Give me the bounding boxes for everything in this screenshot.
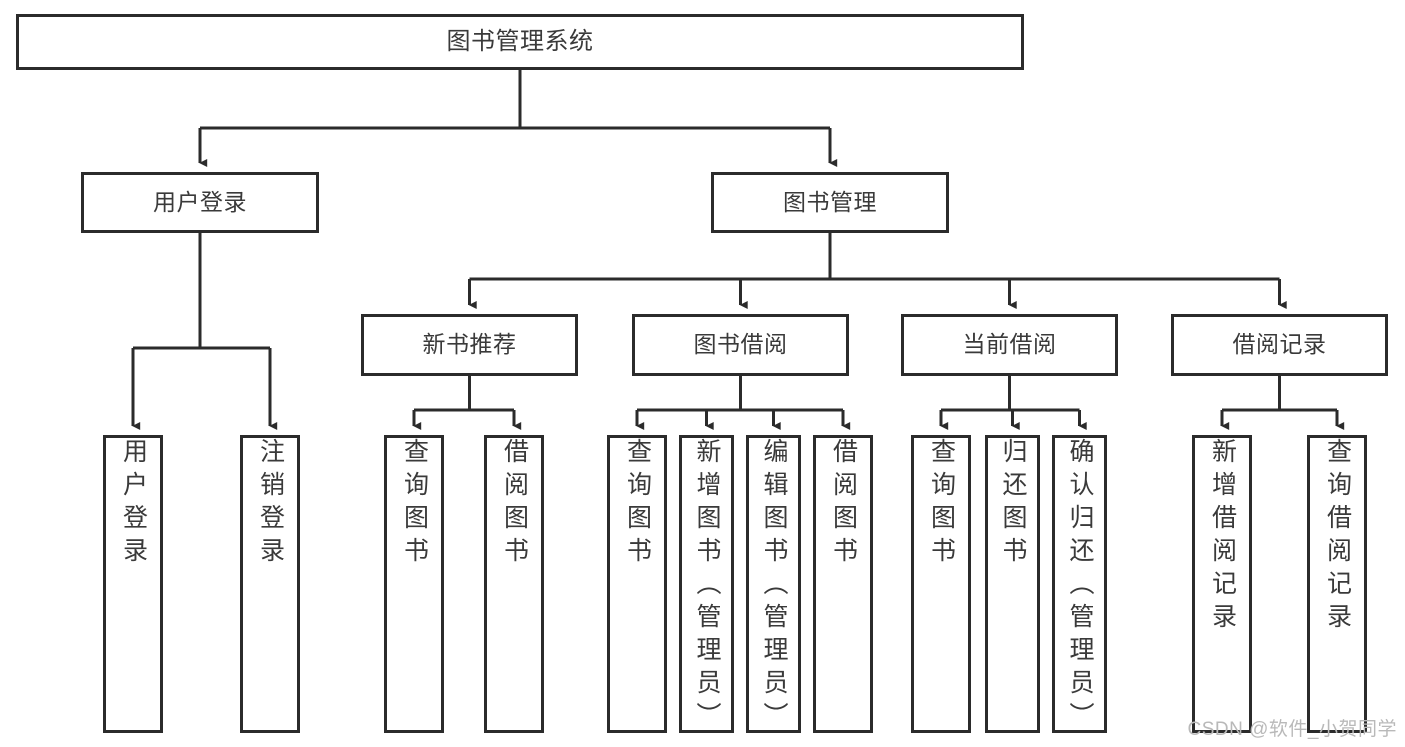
node-current-borrow[interactable]: 当前借阅 [901, 314, 1118, 376]
node-book-management[interactable]: 图书管理 [711, 172, 949, 233]
leaf-current-query-book[interactable]: 查询图书 [911, 435, 971, 733]
leaf-borrow-borrow-book[interactable]: 借阅图书 [813, 435, 873, 733]
leaf-record-query-borrow-record[interactable]: 查询借阅记录 [1307, 435, 1367, 733]
watermark: CSDN @软件_小贺同学 [1187, 719, 1397, 740]
leaf-borrow-add-book-admin[interactable]: 新增图书（管理员） [679, 435, 734, 735]
node-label: 当前借阅 [962, 331, 1057, 358]
leaf-record-add-borrow-record[interactable]: 新增借阅记录 [1192, 435, 1252, 733]
node-label: 用户登录 [119, 438, 148, 570]
node-label: 图书管理系统 [446, 27, 594, 55]
node-label: 归还图书 [999, 438, 1027, 570]
leaf-current-return-book[interactable]: 归还图书 [985, 435, 1040, 733]
node-label: 查询图书 [927, 438, 956, 570]
leaf-recommend-borrow-book[interactable]: 借阅图书 [484, 435, 544, 733]
leaf-borrow-edit-book-admin[interactable]: 编辑图书（管理员） [746, 435, 801, 735]
node-label: 新增借阅记录 [1208, 438, 1237, 636]
node-root[interactable]: 图书管理系统 [16, 14, 1024, 70]
node-label: 借阅图书 [829, 438, 858, 570]
node-label: 确认归还（管理员） [1066, 438, 1094, 735]
node-label: 查询图书 [623, 438, 652, 570]
node-label: 新书推荐 [422, 331, 517, 358]
leaf-recommend-query-book[interactable]: 查询图书 [384, 435, 444, 733]
node-label: 图书借阅 [693, 331, 788, 358]
node-label: 编辑图书（管理员） [760, 438, 788, 735]
node-new-book-recommend[interactable]: 新书推荐 [361, 314, 578, 376]
leaf-current-confirm-return-admin[interactable]: 确认归还（管理员） [1052, 435, 1107, 735]
node-label: 注销登录 [256, 438, 285, 570]
node-book-borrow[interactable]: 图书借阅 [632, 314, 849, 376]
leaf-user-logout[interactable]: 注销登录 [240, 435, 300, 733]
node-borrow-record[interactable]: 借阅记录 [1171, 314, 1388, 376]
leaf-user-login[interactable]: 用户登录 [103, 435, 163, 733]
node-label: 用户登录 [153, 188, 247, 215]
node-label: 借阅图书 [500, 438, 529, 570]
node-label: 图书管理 [783, 188, 877, 215]
leaf-borrow-query-book[interactable]: 查询图书 [607, 435, 667, 733]
node-label: 借阅记录 [1232, 331, 1327, 358]
node-label: 查询图书 [400, 438, 429, 570]
node-user-login[interactable]: 用户登录 [81, 172, 319, 233]
node-label: 新增图书（管理员） [693, 438, 721, 735]
node-label: 查询借阅记录 [1323, 438, 1352, 636]
